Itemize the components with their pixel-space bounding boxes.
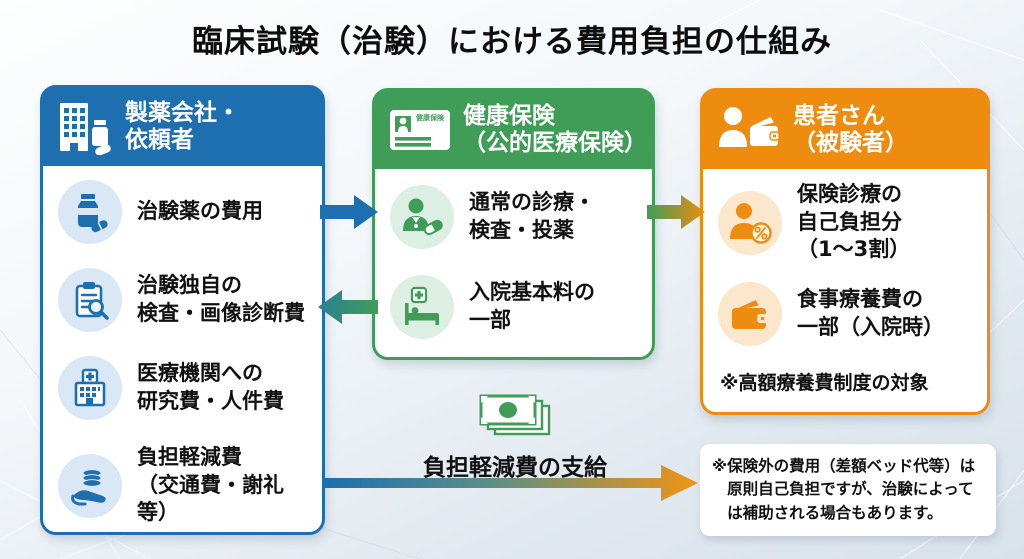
cost-item-burden-relief: 負担軽減費 （交通費・謝礼等） xyxy=(58,444,312,527)
clipboard-search-icon xyxy=(58,268,122,332)
pharma-panel-header: 製薬会社・ 依頼者 xyxy=(43,88,322,166)
pill-bottle-icon xyxy=(58,180,122,244)
cost-item-label: 治験独自の 検査・画像診断費 xyxy=(137,273,305,325)
coverage-item-label: 入院基本料の 一部 xyxy=(469,280,595,332)
footnote-card: ※ 保険外の費用（差額ベッド代等）は原則自己負担ですが、治験によっては補助される… xyxy=(700,444,996,536)
footnote-marker: ※ xyxy=(712,457,728,475)
person-wallet-icon xyxy=(717,105,781,155)
patient-subject-panel: 患者さん （被験者） 保険診療の 自己負 xyxy=(700,88,990,415)
wallet-icon xyxy=(718,282,782,347)
patient-panel-title: 患者さん （被験者） xyxy=(793,102,908,156)
pharma-sponsor-panel: 製薬会社・ 依頼者 治験薬 xyxy=(40,85,325,535)
cost-item-label: 治験薬の費用 xyxy=(137,199,263,224)
cost-item-trial-drug: 治験薬の費用 xyxy=(58,180,312,244)
burden-item-meal-costs: 食事療養費の 一部（入院時） xyxy=(718,282,977,347)
coverage-item-usual-care: 通常の診療・ 検査・投薬 xyxy=(390,185,642,249)
insurance-panel-title: 健康保険 （公的医療保険） xyxy=(463,102,647,156)
coins-hand-icon xyxy=(58,453,122,518)
high-cost-care-note: ※高額療養費制度の対象 xyxy=(720,372,929,395)
arrow-pharma-to-insurance xyxy=(320,195,378,229)
doctor-capsule-icon xyxy=(390,185,454,249)
hospital-bed-icon xyxy=(390,275,454,339)
burden-item-label: 保険診療の 自己負担分 （1〜3割） xyxy=(797,182,911,262)
coverage-item-hospital-base-fee: 入院基本料の 一部 xyxy=(390,275,642,339)
cost-item-trial-exams: 治験独自の 検査・画像診断費 xyxy=(58,268,312,332)
arrow-insurance-to-patient xyxy=(647,195,705,229)
burden-item-label: 食事療養費の 一部（入院時） xyxy=(797,287,944,340)
payment-flow-label: 負担軽減費の支給 xyxy=(423,455,607,481)
page-title: 臨床試験（治験）における費用負担の仕組み xyxy=(192,24,832,60)
person-percent-icon xyxy=(718,190,782,255)
cost-item-research-fees: 医療機関への 研究費・人件費 xyxy=(58,356,312,420)
patient-item-list: 保険診療の 自己負担分 （1〜3割） 食事療養費の 一部（入院時） xyxy=(703,169,987,395)
cost-item-label: 負担軽減費 （交通費・謝礼等） xyxy=(137,445,284,525)
pharma-item-list: 治験薬の費用 治験独自の xyxy=(43,166,322,527)
payment-flow: 負担軽減費の支給 xyxy=(390,392,640,482)
building-pill-icon xyxy=(57,99,113,155)
money-bills-icon xyxy=(477,394,553,444)
insurance-panel-header: 健康保険 健康保険 （公的医療保険） xyxy=(375,91,652,169)
insurance-card-label: 健康保険 xyxy=(416,114,444,122)
footnote-text: 保険外の費用（差額ベッド代等）は原則自己負担ですが、治験によっては補助される場合… xyxy=(727,457,976,522)
insurance-item-list: 通常の診療・ 検査・投薬 xyxy=(375,169,652,339)
arrow-payment-to-footnote xyxy=(323,465,698,501)
arrow-insurance-to-pharma xyxy=(318,290,378,324)
hospital-icon xyxy=(58,356,122,420)
burden-item-copay: 保険診療の 自己負担分 （1〜3割） xyxy=(718,181,977,264)
health-insurance-panel: 健康保険 健康保険 （公的医療保険） xyxy=(372,88,655,360)
patient-panel-header: 患者さん （被験者） xyxy=(703,91,987,169)
pharma-panel-title: 製薬会社・ 依頼者 xyxy=(125,99,240,153)
cost-item-label: 医療機関への 研究費・人件費 xyxy=(137,361,284,413)
coverage-item-label: 通常の診療・ 検査・投薬 xyxy=(469,190,595,242)
insurance-card-icon: 健康保険 xyxy=(389,107,451,153)
